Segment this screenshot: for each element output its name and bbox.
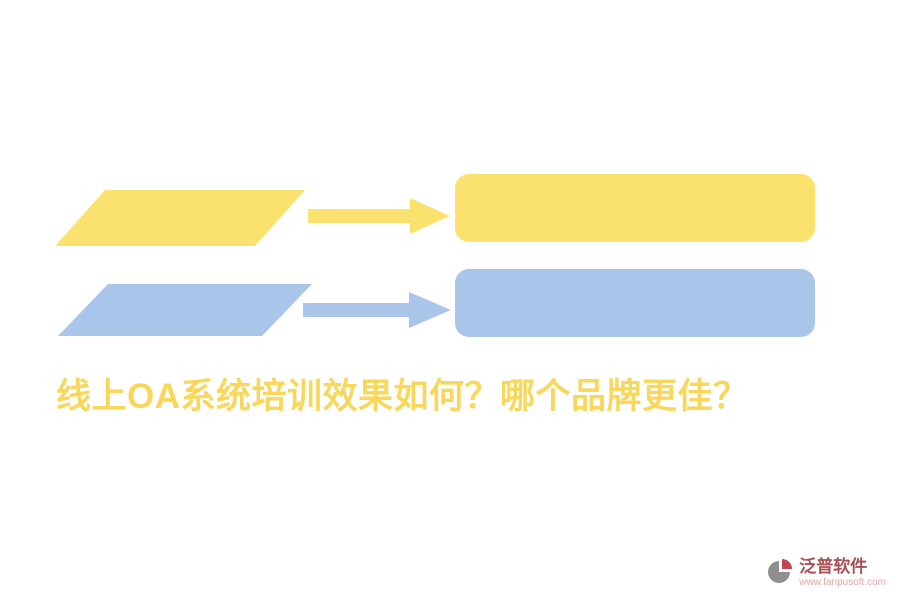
page-title: 线上OA系统培训效果如何？哪个品牌更佳？ [56,377,749,416]
fanpu-pie-icon [768,559,793,584]
parallelogram-bottom [58,284,312,336]
rounded-box-bottom [455,269,815,337]
right-arrow-bottom-icon [303,292,451,328]
fanpu-pie-red-segment [782,559,793,570]
parallelogram-top [55,190,305,246]
watermark: 泛普软件 www.fanpusoft.com [767,557,886,588]
right-arrow-top-icon [308,198,450,234]
right-arrow-bottom-glyph [303,292,451,328]
right-arrow-top-glyph [308,198,450,234]
fanpu-pie-gray-segment [768,561,791,584]
brand-url: www.fanpusoft.com [799,576,886,588]
brand-name: 泛普软件 [799,556,868,576]
rounded-box-top [455,174,815,242]
watermark-text: 泛普软件 www.fanpusoft.com [799,557,886,588]
